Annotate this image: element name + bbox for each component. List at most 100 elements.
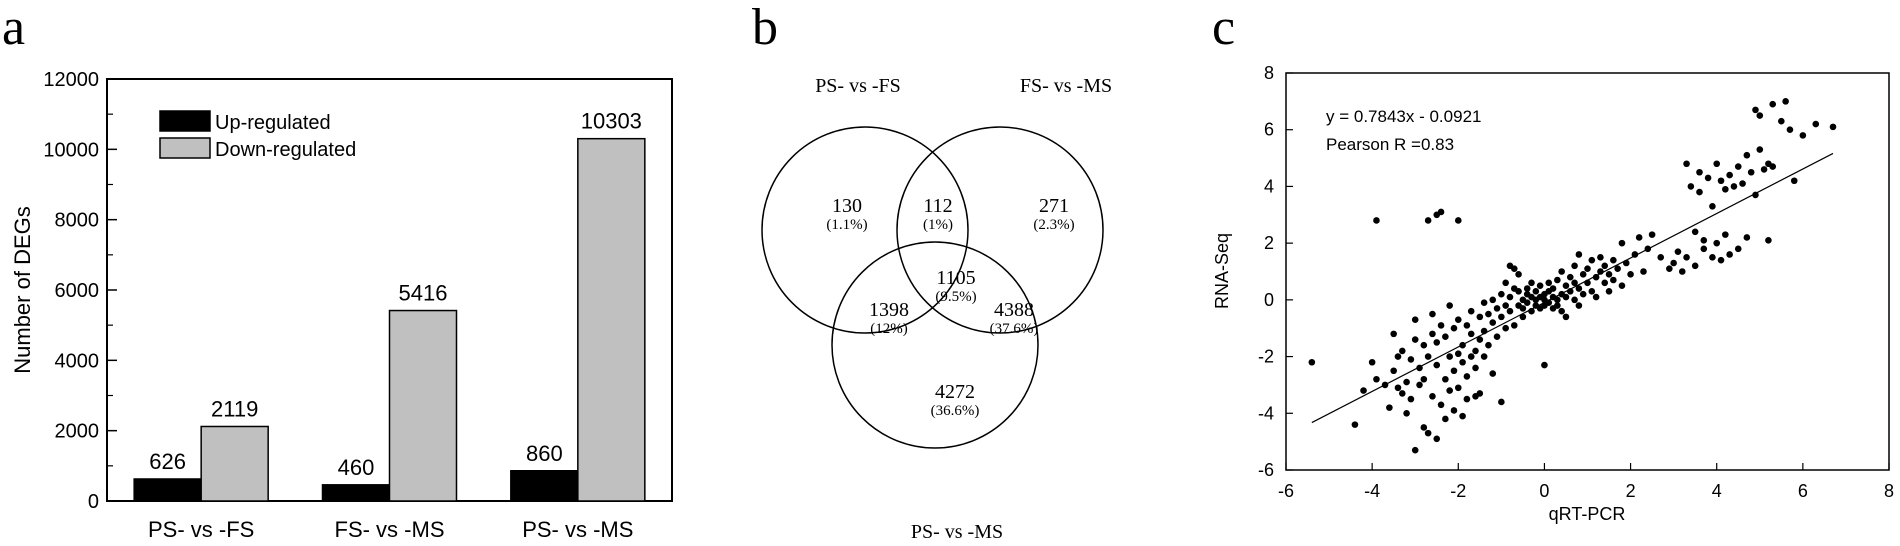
scatter-point bbox=[1429, 392, 1436, 400]
scatter-point bbox=[1747, 168, 1755, 176]
scatter-point bbox=[1700, 237, 1708, 244]
scatter-point bbox=[1683, 254, 1690, 261]
scatter-point bbox=[1829, 123, 1837, 131]
scatter-point bbox=[1519, 313, 1527, 321]
scatter-point bbox=[1528, 279, 1535, 287]
bar-down-0 bbox=[200, 425, 269, 502]
venn-pct-ps-fs-and-fs-ms: (1%) bbox=[923, 217, 953, 233]
scatter-point bbox=[1579, 271, 1587, 278]
scatter-point bbox=[1670, 259, 1677, 267]
bar-value-label: 626 bbox=[149, 449, 186, 474]
bar-y-tick-label: 2000 bbox=[55, 421, 100, 443]
scatter-point bbox=[1674, 248, 1682, 255]
panel-c-letter: c bbox=[1212, 0, 1235, 56]
scatter-point bbox=[1571, 279, 1578, 287]
scatter-point bbox=[1575, 285, 1583, 292]
scatter-point bbox=[1459, 341, 1466, 349]
scatter-point bbox=[1575, 302, 1583, 309]
scatter-point bbox=[1398, 390, 1406, 397]
scatter-point bbox=[1571, 262, 1578, 270]
scatter-points bbox=[1308, 98, 1837, 454]
scatter-point bbox=[1498, 290, 1505, 298]
scatter-point bbox=[1308, 358, 1316, 366]
scatter-point bbox=[1610, 256, 1617, 264]
scatter-point bbox=[1696, 188, 1703, 196]
scatter-point bbox=[1618, 239, 1626, 247]
scatter-point bbox=[1752, 191, 1759, 199]
scatter-y-tick-label: 6 bbox=[1264, 120, 1274, 140]
scatter-point bbox=[1360, 387, 1367, 394]
scatter-point bbox=[1502, 324, 1509, 332]
scatter-point bbox=[1446, 387, 1453, 394]
scatter-point bbox=[1566, 288, 1574, 295]
scatter-point bbox=[1454, 217, 1462, 224]
scatter-point bbox=[1786, 126, 1794, 134]
bar-up-2 bbox=[510, 470, 579, 502]
scatter-point bbox=[1566, 273, 1574, 281]
scatter-point bbox=[1373, 217, 1380, 224]
scatter-point bbox=[1467, 330, 1475, 338]
scatter-point bbox=[1730, 183, 1738, 190]
scatter-point bbox=[1601, 262, 1609, 270]
scatter-point bbox=[1407, 395, 1415, 403]
scatter-point bbox=[1498, 398, 1505, 406]
scatter-point bbox=[1640, 268, 1647, 275]
scatter-point bbox=[1442, 415, 1449, 423]
scatter-point bbox=[1411, 446, 1419, 454]
scatter-point bbox=[1437, 401, 1445, 409]
scatter-point bbox=[1778, 117, 1785, 125]
legend-label-up: Up-regulated bbox=[215, 112, 331, 134]
bar-y-tick-label: 10000 bbox=[43, 139, 99, 161]
bar-y-tick-label: 6000 bbox=[55, 280, 100, 302]
scatter-point bbox=[1420, 424, 1428, 431]
scatter-point bbox=[1467, 307, 1475, 315]
scatter-point bbox=[1429, 310, 1436, 318]
scatter-x-tick-label: -6 bbox=[1278, 481, 1294, 501]
scatter-point bbox=[1433, 361, 1441, 369]
scatter-point bbox=[1424, 429, 1432, 437]
scatter-y-tick-label: 8 bbox=[1264, 63, 1274, 83]
scatter-point bbox=[1420, 375, 1428, 383]
panel-a-letter: a bbox=[2, 0, 25, 56]
scatter-y-tick-label: -2 bbox=[1258, 347, 1274, 367]
venn-circle-ps-vs-ms bbox=[831, 241, 1039, 449]
scatter-point bbox=[1390, 367, 1397, 375]
scatter-point bbox=[1734, 245, 1742, 253]
scatter-point bbox=[1351, 421, 1359, 428]
scatter-point bbox=[1601, 279, 1609, 287]
scatter-point bbox=[1756, 146, 1764, 153]
scatter-point bbox=[1756, 112, 1764, 119]
venn-pct-fs-ms-and-ps-ms: (37.6%) bbox=[990, 321, 1039, 337]
scatter-point bbox=[1657, 254, 1665, 261]
scatter-point bbox=[1403, 409, 1410, 417]
panel-b-letter: b bbox=[752, 0, 778, 56]
venn-count-fs-ms-and-ps-ms: 4388 bbox=[994, 299, 1034, 321]
scatter-y-axis-label: RNA-Seq bbox=[1212, 233, 1232, 309]
scatter-point bbox=[1713, 239, 1721, 247]
scatter-point bbox=[1442, 375, 1449, 383]
scatter-point bbox=[1480, 327, 1488, 335]
legend-swatch-up bbox=[159, 110, 211, 132]
scatter-point bbox=[1523, 285, 1531, 292]
scatter-point bbox=[1407, 356, 1415, 363]
scatter-point bbox=[1709, 254, 1716, 261]
venn-count-fs-ms-only: 271 bbox=[1039, 195, 1069, 217]
scatter-point bbox=[1489, 319, 1497, 326]
bar-y-tick-label: 12000 bbox=[43, 69, 99, 91]
scatter-point bbox=[1545, 299, 1553, 306]
scatter-point bbox=[1467, 353, 1475, 360]
scatter-point bbox=[1597, 268, 1604, 275]
scatter-x-tick-label: 0 bbox=[1539, 481, 1549, 501]
scatter-point bbox=[1510, 322, 1518, 329]
scatter-point bbox=[1571, 296, 1578, 304]
scatter-point bbox=[1545, 279, 1553, 287]
scatter-point bbox=[1631, 251, 1639, 258]
scatter-point bbox=[1394, 353, 1402, 360]
scatter-point bbox=[1429, 330, 1436, 338]
scatter-x-tick-label: 4 bbox=[1712, 481, 1722, 501]
scatter-point bbox=[1528, 307, 1535, 315]
